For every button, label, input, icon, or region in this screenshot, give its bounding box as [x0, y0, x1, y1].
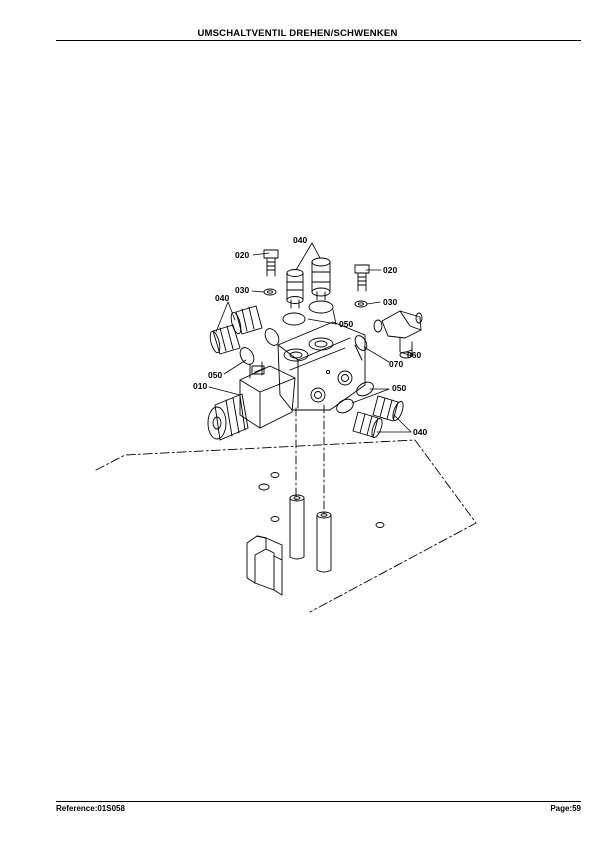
fitting-top-right — [311, 257, 331, 301]
page-title: UMSCHALTVENTIL DREHEN/SCHWENKEN — [197, 28, 398, 39]
callout-020-left: 020 — [235, 250, 249, 260]
o-ring-top-1 — [282, 312, 306, 326]
spool-end-cap — [207, 393, 249, 441]
bolt-centerlines — [295, 404, 325, 515]
callout-040-left: 040 — [215, 293, 229, 303]
callout-010: 010 — [193, 381, 207, 391]
bolt-right — [354, 264, 370, 292]
elbow-fitting-060 — [373, 310, 423, 359]
o-ring-left-1 — [264, 328, 280, 346]
footer-rule — [56, 801, 581, 802]
callout-030-left: 030 — [235, 285, 249, 295]
spool-housing — [239, 361, 296, 429]
valve-body — [277, 321, 366, 411]
plate-holes — [258, 472, 385, 528]
o-ring-right-1 — [356, 381, 374, 397]
callout-030-right: 030 — [383, 297, 397, 307]
callout-060: 060 — [407, 350, 421, 360]
callout-020-right: 020 — [383, 265, 397, 275]
washer-right — [354, 300, 368, 308]
bolt-left — [263, 249, 279, 277]
callout-070: 070 — [389, 359, 403, 369]
o-ring-top-2 — [308, 300, 334, 314]
fitting-right-upper — [372, 395, 404, 422]
fitting-top-left — [286, 269, 304, 309]
fitting-left-lower — [209, 324, 241, 355]
fitting-left-upper — [230, 305, 263, 335]
callout-050-top: 050 — [339, 319, 353, 329]
washer-left — [263, 288, 277, 296]
o-ring-right-2 — [336, 398, 354, 414]
fitting-right-lower — [352, 411, 383, 438]
callout-040-top: 040 — [293, 235, 307, 245]
reference-label: Reference:01S058 — [56, 804, 125, 813]
callout-050-left: 050 — [208, 370, 222, 380]
o-ring-070 — [354, 335, 368, 351]
callout-040-right: 040 — [413, 427, 427, 437]
u-bracket — [246, 535, 283, 596]
leader-lines — [208, 242, 413, 433]
callout-050-right: 050 — [392, 383, 406, 393]
mounting-stud-2 — [316, 511, 332, 573]
mounting-stud-1 — [289, 494, 305, 560]
header-rule — [56, 40, 581, 41]
mounting-plate — [95, 439, 477, 613]
page-number: Page:59 — [550, 804, 581, 813]
o-ring-left-2 — [239, 347, 255, 365]
